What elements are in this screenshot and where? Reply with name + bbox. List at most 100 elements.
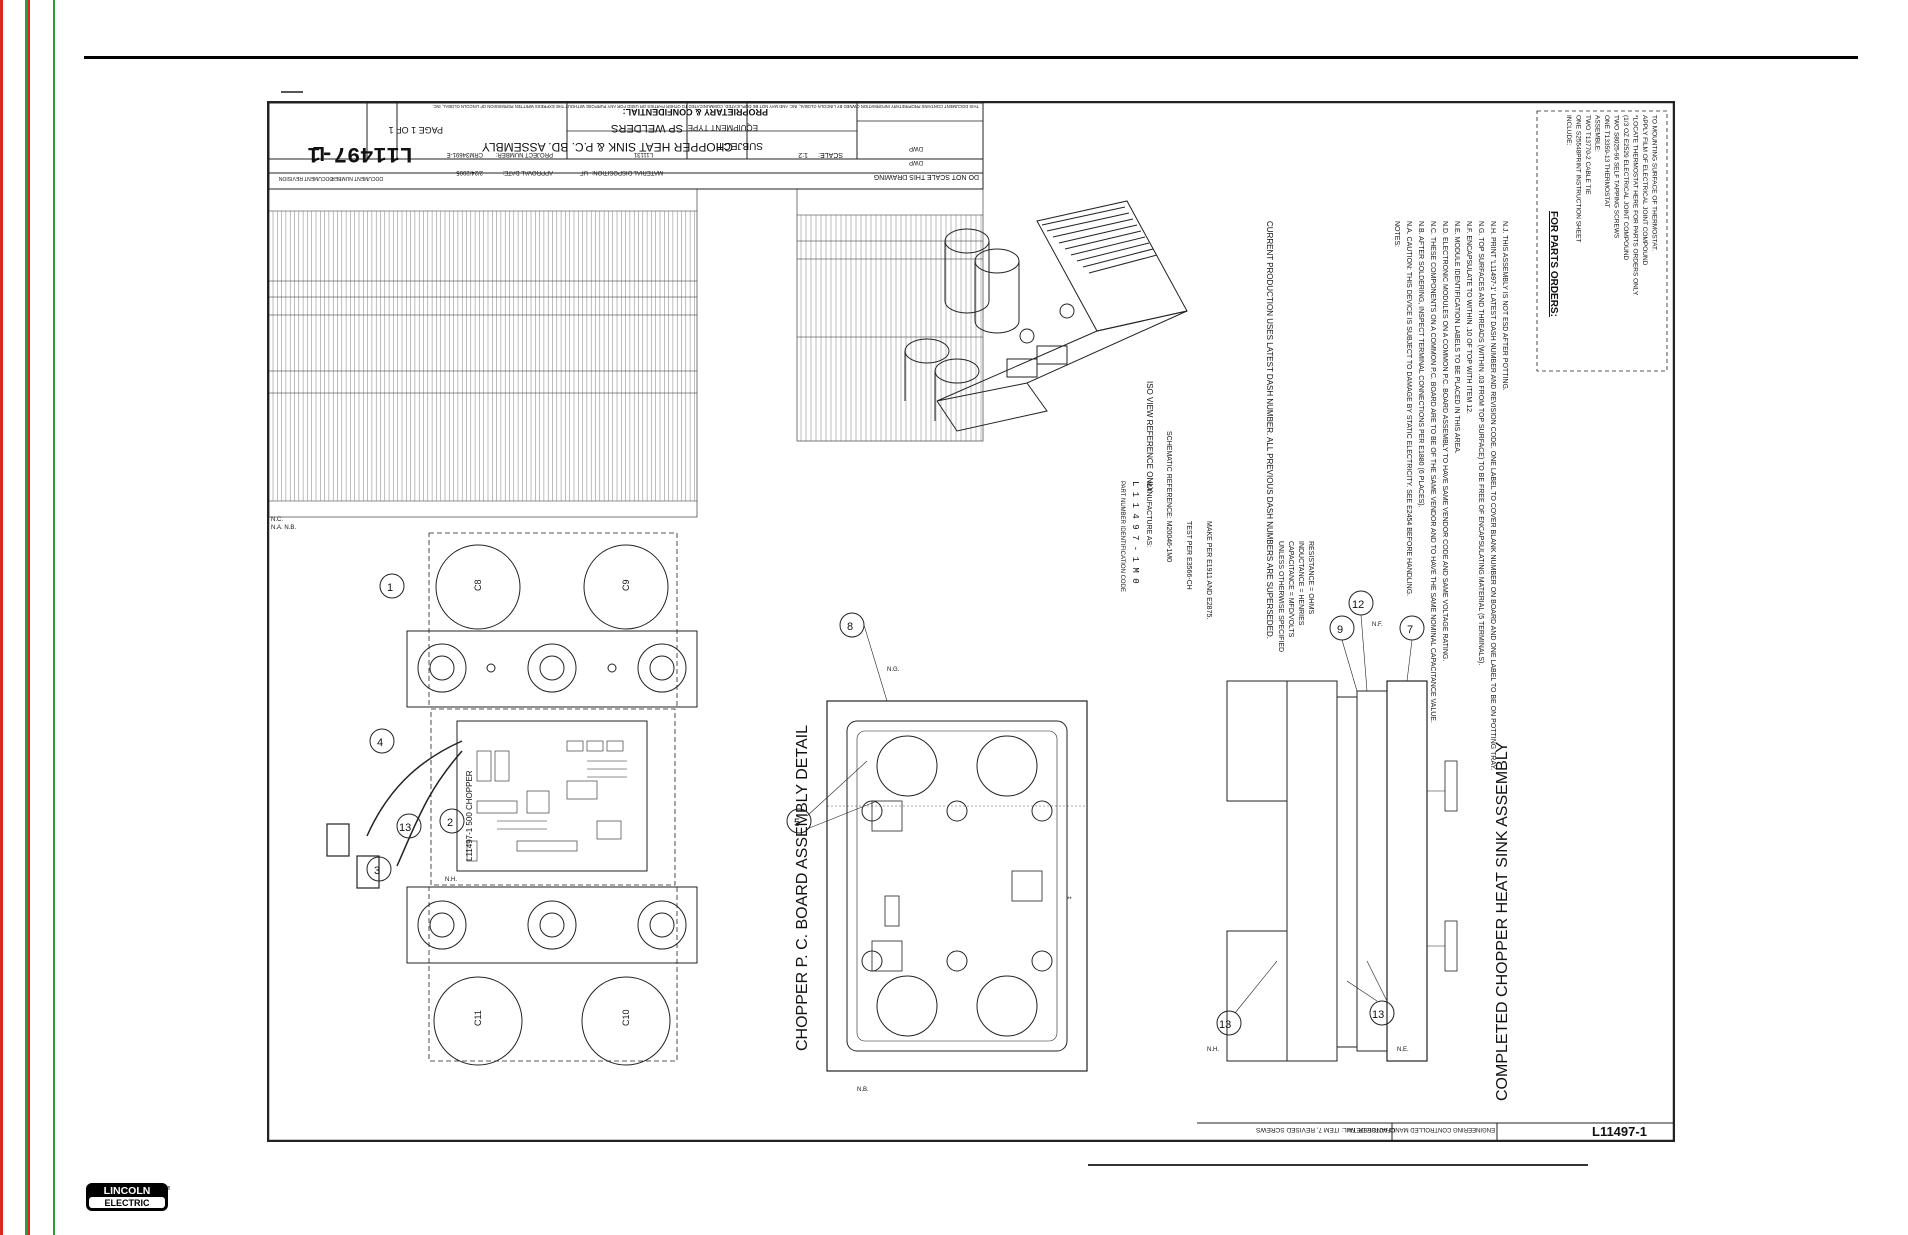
capacitor-c11-label: C11: [473, 1010, 483, 1026]
balloon-12: 12: [1352, 599, 1364, 611]
note-nh: N.H. PRINT 'L11497-1' LATEST DASH NUMBER…: [1489, 221, 1496, 770]
left-margin-green-line: [25, 0, 28, 1235]
footer-rule: [1088, 1164, 1588, 1166]
balloon-9: 8: [847, 621, 853, 633]
equipment-type: SP WELDERS: [611, 122, 683, 134]
balloon-7: 5: [794, 817, 800, 829]
capacitor-c8: [435, 544, 521, 630]
iso-capacitor-group: [904, 228, 1020, 421]
notes-block: CURRENT PRODUCTION USES LATEST DASH NUMB…: [1119, 221, 1508, 770]
scale-label: SCALE:: [818, 151, 843, 158]
balloon-2: 2: [447, 817, 453, 829]
revision-label: DOCUMENT REVISION: [279, 175, 333, 181]
change-block: CHANGE DETAIL: ITEM 7, REVISED SCREWS EN…: [1197, 1122, 1674, 1141]
leader-ng: N.G.: [887, 667, 900, 673]
iso-view-label: ISO VIEW REFERENCE ONLY: [1145, 381, 1154, 493]
top-rule: [84, 56, 1858, 59]
project-number: CRM34691-E: [447, 151, 483, 157]
material-value: UF: [580, 169, 588, 175]
board-label: L11497-1 500 CHOPPER: [465, 770, 474, 861]
approval-date: 2/24/2005: [456, 169, 483, 175]
units-note-3: RESISTANCE = OHMS: [1307, 541, 1314, 615]
drawn-by: DWP: [909, 159, 923, 165]
approval-label: APPROVAL DATE:: [502, 169, 553, 175]
leader-nb: N.B.: [857, 1087, 869, 1093]
notes-header: NOTES:: [1393, 221, 1400, 247]
balloon-1: 1: [387, 582, 393, 594]
bottom-document-number: L11497-1: [1592, 1124, 1647, 1139]
iso-view: ISO VIEW REFERENCE ONLY: [904, 200, 1188, 493]
parts-orders-header: FOR PARTS ORDERS:: [1548, 211, 1559, 317]
parts-orders-line: INCLUDE:: [1565, 115, 1572, 146]
note-na: N.A. CAUTION: THIS DEVICE IS SUBJECT TO …: [1405, 221, 1412, 596]
parts-orders-line: APPLY FILM OF ELECTRICAL JOINT COMPOUND: [1641, 115, 1648, 266]
material-label: MATERIAL DISPOSITION:: [591, 169, 663, 175]
pcb-detail-view: CHOPPER P. C. BOARD ASSEMBLY DETAIL 8 5 …: [786, 612, 1088, 1093]
capacitor-c10-label: C10: [621, 1009, 631, 1026]
manufacture-code: L 1 1 4 9 7 - 1 M 0: [1130, 481, 1140, 584]
note-nd: N.D. ELECTRONIC MODULES ON A COMMON P.C.…: [1441, 221, 1448, 661]
wire-connector-1: [326, 823, 350, 857]
schematic-reference: SCHEMATIC REFERENCE: M20046-1M0: [1165, 431, 1172, 562]
note-ng: N.G. TOP SURFACES AND THREADS (WITHIN .0…: [1477, 221, 1484, 665]
equipment-type-label: EQUIPMENT TYPE: [688, 123, 758, 132]
balloon-8: 9: [1337, 624, 1343, 636]
manufacture-as: MANUFACTURE AS:: [1145, 481, 1152, 547]
engineering-drawing: L11497-1 L PAGE 1 OF 1 CHOPPER HEAT SINK…: [267, 101, 1675, 1142]
logo-line-1: LINCOLN: [104, 1185, 151, 1197]
balloon-13-b: 13: [1372, 1009, 1384, 1021]
note-nc: N.C. THESE COMPONENTS ON A COMMON P.C. B…: [1429, 221, 1436, 723]
capacitor-c9-label: C9: [621, 579, 631, 591]
left-margin-green-line-2: [53, 0, 55, 1235]
proprietary-text: THIS DOCUMENT CONTAINS PROPRIETARY INFOR…: [432, 104, 979, 109]
drawing-border: [267, 101, 1675, 1142]
leader-star: **: [1067, 897, 1072, 903]
parts-orders-line: ONE T13359-13 THERMOSTAT: [1603, 115, 1610, 208]
balloon-13-a: 13: [1219, 1019, 1231, 1031]
logo-line-2: ELECTRIC: [105, 1198, 151, 1208]
parts-orders-line: TWO S8025-96 SELF TAPPING SCREWS: [1613, 115, 1620, 239]
change-detail: CHANGE DETAIL: ITEM 7, REVISED SCREWS: [1255, 1126, 1395, 1133]
capacitor-c9: [583, 544, 669, 630]
bom-table: [268, 188, 698, 518]
parts-orders-line: TO MOUNTING SURFACE OF THERMOSTAT.: [1651, 115, 1658, 251]
capacitor-c11: [433, 976, 523, 1066]
make-note: MAKE PER E1911 AND E2875.: [1205, 521, 1212, 619]
do-not-scale: DO NOT SCALE THIS DRAWING: [874, 173, 979, 180]
parts-orders-block: FOR PARTS ORDERS: INCLUDE:ONE S25548PRIN…: [1536, 110, 1668, 372]
subject-label: SUBJECT:: [716, 140, 763, 151]
scale-value: 1:2: [798, 151, 808, 158]
project-label: PROJECT NUMBER:: [495, 151, 553, 157]
logo-registered-mark: ®: [167, 1185, 170, 1192]
balloon-3: 3: [374, 865, 380, 877]
capacitor-c10: [581, 976, 671, 1066]
completed-assembly-title: COMPLETED CHOPPER HEAT SINK ASSEMBLY: [1494, 741, 1511, 1101]
note-nj: N.J. THIS ASSEMBLY IS NOT ESD AFTER POTT…: [1501, 221, 1508, 391]
current-production-note: CURRENT PRODUCTION USES LATEST DASH NUMB…: [1265, 221, 1274, 639]
leader-nh: N.H.: [445, 877, 457, 883]
balloon-5: 7: [1407, 624, 1413, 636]
lincoln-electric-logo: LINCOLN ELECTRIC ®: [86, 1183, 170, 1211]
small-dash: [281, 91, 303, 93]
left-margin-red-line-2: [28, 0, 30, 1235]
units-note-0: UNLESS OTHERWISE SPECIFIED: [1277, 541, 1284, 652]
note-nf: N.F. ENCAPSULATE TO WITHIN .10 OF TOP WI…: [1465, 221, 1472, 414]
chopper-pc-board: [456, 720, 648, 872]
document-number: L11497-1: [307, 141, 413, 166]
parts-orders-line: ASSEMBLE:: [1594, 115, 1601, 152]
balloon-4: 4: [377, 737, 383, 749]
note-nb: N.B. AFTER SOLDERING, INSPECT TERMINAL C…: [1417, 221, 1424, 508]
leader-nh-right: N.H.: [1207, 1047, 1219, 1053]
engineer: DWP: [909, 145, 923, 151]
subject-text: CHOPPER HEAT SINK & P.C. BD. ASSEMBLY: [482, 140, 733, 154]
parts-orders-line: (1/3 OZ E2529 ELECTRICAL JOINT COMPOUND: [1622, 115, 1629, 261]
capacitor-c8-label: C8: [473, 579, 483, 591]
left-margin-red-line: [0, 0, 3, 1235]
title-block: L11497-1 L PAGE 1 OF 1 CHOPPER HEAT SINK…: [268, 102, 984, 190]
units-note-2: INDUCTANCE = HENRIES: [1297, 541, 1304, 626]
completed-assembly-view: COMPLETED CHOPPER HEAT SINK ASSEMBLY 9 1…: [1207, 590, 1511, 1101]
test-note: TEST PER E3566-CH: [1185, 521, 1192, 590]
proprietary-heading: PROPRIETARY & CONFIDENTIAL:: [623, 107, 768, 117]
bom-table-secondary: [796, 188, 984, 442]
pcb-detail-title: CHOPPER P. C. BOARD ASSEMBLY DETAIL: [794, 725, 811, 1051]
